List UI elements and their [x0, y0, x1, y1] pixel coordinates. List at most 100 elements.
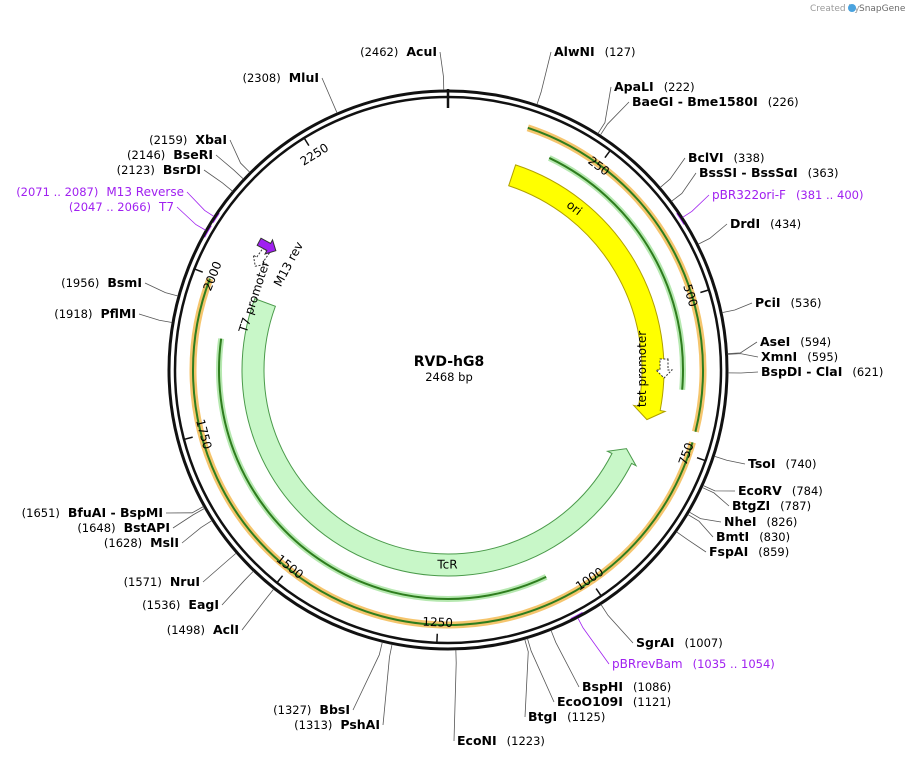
site-label-bmti[interactable]: BmtI(830)	[716, 529, 790, 544]
ori-orf-indicator-rim	[526, 124, 707, 433]
site-name: BsmI	[107, 275, 142, 290]
site-label-bsmi[interactable]: (1956)BsmI	[61, 275, 142, 290]
primer-range: (2071 .. 2087)	[16, 185, 98, 199]
site-position: (594)	[800, 335, 831, 349]
ruler-tick-label: 1250	[422, 615, 453, 630]
feature-ori[interactable]	[508, 164, 667, 421]
ruler-tick	[303, 137, 310, 147]
primer-label-pbr322ori-f[interactable]: pBR322ori-F(381 .. 400)	[712, 188, 863, 202]
site-position: (222)	[664, 80, 695, 94]
feature-tet-promoter-arrow[interactable]	[654, 358, 674, 379]
site-label-baegi-bme1580i[interactable]: BaeGI - Bme1580I(226)	[632, 94, 799, 109]
site-position: (1651)	[22, 506, 60, 520]
site-label-pshai[interactable]: (1313) PshAI	[294, 717, 380, 732]
site-label-btgzi[interactable]: BtgZI(787)	[732, 498, 811, 513]
site-position: (1121)	[633, 695, 671, 709]
site-label-mlui[interactable]: (2308)MluI	[242, 70, 319, 85]
site-label-xmni[interactable]: XmnI(595)	[761, 349, 838, 364]
primer-label-t7[interactable]: (2047 .. 2066)T7	[69, 200, 174, 214]
site-leaders	[138, 51, 759, 742]
primer-name: pBRrevBam	[612, 657, 683, 671]
site-label-alwni[interactable]: AlwNI(127)	[554, 44, 636, 59]
site-name: BtgI	[528, 709, 557, 724]
site-position: (1125)	[567, 710, 605, 724]
site-label-tsoi[interactable]: TsoI(740)	[748, 456, 816, 471]
site-leader-tsoi	[714, 455, 746, 465]
site-label-acli[interactable]: (1498)AclI	[167, 622, 239, 637]
site-position: (2123)	[117, 163, 155, 177]
site-label-ecorv[interactable]: EcoRV(784)	[738, 483, 823, 498]
tcr-orf-indicator	[192, 278, 694, 626]
site-name: NheI	[724, 514, 757, 529]
primer-leader-t7	[176, 206, 206, 231]
site-label-asei[interactable]: AseI(594)	[760, 334, 831, 349]
ruler-tick	[595, 588, 602, 597]
site-position: (784)	[792, 484, 823, 498]
site-label-btgi[interactable]: BtgI (1125)	[528, 709, 605, 724]
site-position: (338)	[734, 151, 765, 165]
site-label-bsrdi[interactable]: (2123)BsrDI	[117, 162, 201, 177]
site-position: (1313)	[294, 718, 332, 732]
site-name: BfuAI - BspMI	[68, 505, 163, 520]
site-leader-ecorv	[702, 485, 736, 492]
site-label-ecoo109i[interactable]: EcoO109I(1121)	[557, 694, 671, 709]
site-position: (1086)	[633, 680, 671, 694]
site-label-acui[interactable]: (2462)AcuI	[360, 44, 437, 59]
site-name: ApaLI	[614, 79, 654, 94]
site-label-econi[interactable]: EcoNI(1223)	[457, 733, 545, 748]
site-name: EcoNI	[457, 733, 497, 748]
site-labels: (2462)AcuI AlwNI(127) ApaLI (222)BaeGI - Bm…	[16, 44, 883, 748]
feature-tcr[interactable]	[241, 297, 638, 577]
site-leader-asei	[727, 341, 758, 355]
site-label-nrui[interactable]: (1571)NruI	[124, 574, 200, 589]
credit-badge: Created by SnapGene	[810, 4, 906, 14]
plasmid-size: 2468 bp	[425, 370, 473, 384]
primer-range: (2047 .. 2066)	[69, 200, 151, 214]
ruler-tick-label: 750	[676, 441, 697, 467]
site-leader-pshai	[382, 644, 393, 726]
site-leader-bstapi	[172, 508, 205, 529]
site-leader-bseri	[215, 154, 244, 180]
site-label-msli[interactable]: (1628)MslI	[104, 535, 179, 550]
site-name: AcuI	[406, 44, 437, 59]
site-label-bsssi-bsss-i[interactable]: BssSI - BssSαI(363)	[699, 165, 839, 180]
site-position: (1628)	[104, 536, 142, 550]
site-label-bfuai-bspmi[interactable]: (1651) BfuAI - BspMI	[22, 505, 163, 520]
site-position: (595)	[807, 350, 838, 364]
site-position: (226)	[768, 95, 799, 109]
site-leader-pcii	[721, 302, 753, 314]
primer-label-pbrrevbam[interactable]: pBRrevBam(1035 .. 1054)	[612, 657, 775, 671]
ruler-tick	[604, 150, 611, 159]
tcr-inner-line	[218, 338, 547, 600]
site-name: EagI	[188, 597, 219, 612]
site-name: BmtI	[716, 529, 749, 544]
site-label-drdi[interactable]: DrdI(434)	[730, 216, 801, 231]
site-label-sgrai[interactable]: SgrAI(1007)	[636, 635, 723, 650]
site-label-eagi[interactable]: (1536)EagI	[142, 597, 219, 612]
site-label-bbsi[interactable]: (1327)BbsI	[273, 702, 350, 717]
site-name: PshAI	[340, 717, 380, 732]
site-label-bsphi[interactable]: BspHI (1086)	[582, 679, 671, 694]
feature-m13-rev-arrow[interactable]	[255, 235, 279, 258]
site-label-bstapi[interactable]: (1648)BstAPI	[77, 520, 170, 535]
feature-label-tcr: TcR	[436, 557, 457, 571]
site-name: PciI	[755, 295, 781, 310]
primer-name: M13 Reverse	[106, 185, 184, 199]
site-leader-xmni	[727, 353, 759, 358]
site-label-pcii[interactable]: PciI(536)	[755, 295, 821, 310]
site-position: (1007)	[684, 636, 722, 650]
site-label-nhei[interactable]: NheI(826)	[724, 514, 797, 529]
site-label-bspdi-clai[interactable]: BspDI - ClaI(621)	[761, 364, 883, 379]
site-position: (859)	[758, 545, 789, 559]
site-label-bclvi[interactable]: BclVI(338)	[688, 150, 764, 165]
ori-orf-indicator	[527, 126, 704, 432]
site-label-apali[interactable]: ApaLI (222)	[614, 79, 695, 94]
site-label-bseri[interactable]: (2146)BseRI	[127, 147, 213, 162]
site-label-fspai[interactable]: FspAI(859)	[709, 544, 789, 559]
site-leader-msli	[181, 520, 213, 544]
primer-label-m13-reverse[interactable]: (2071 .. 2087) M13 Reverse	[16, 185, 184, 199]
site-label-xbai[interactable]: (2159)XbaI	[149, 132, 227, 147]
site-name: BspHI	[582, 679, 623, 694]
site-label-pflmi[interactable]: (1918)PflMI	[54, 306, 136, 321]
